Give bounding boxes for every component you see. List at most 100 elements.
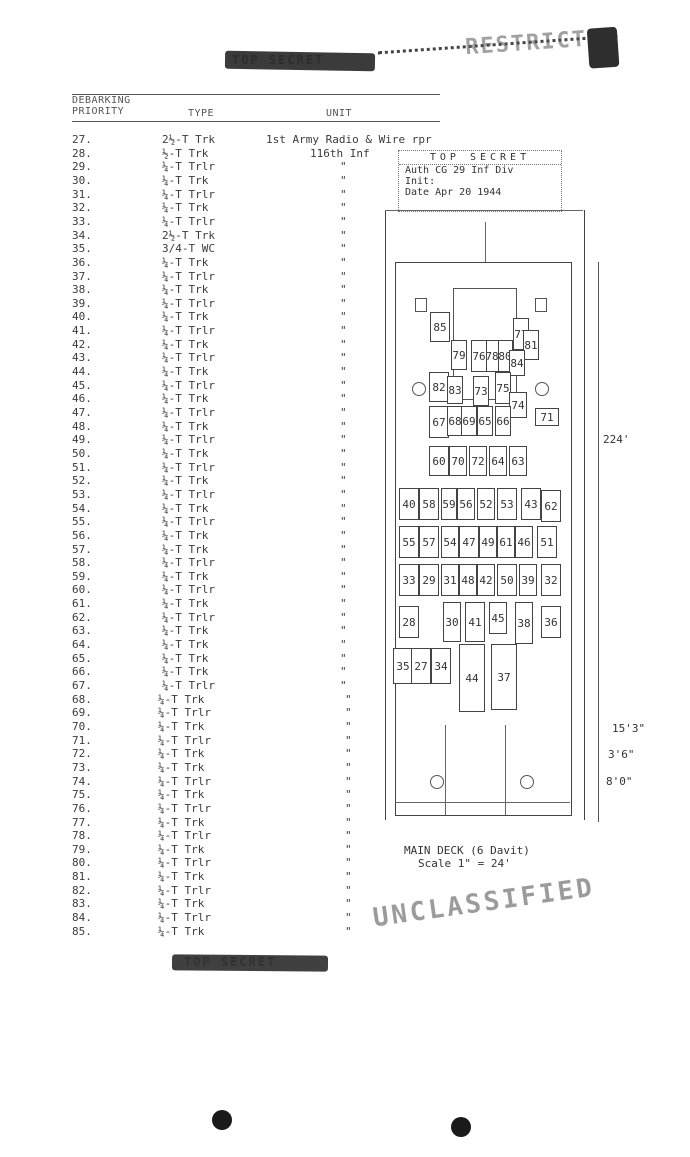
priority-number: 67.: [72, 679, 92, 692]
vehicle-type: ¼-T Trlr: [162, 160, 215, 174]
header-underline: [72, 94, 440, 95]
priority-number: 85.: [72, 924, 92, 938]
list-item: 33.¼-T Trlr": [0, 215, 380, 229]
unit-name: ": [340, 624, 347, 638]
vehicle-type: ¼-T Trk: [162, 392, 209, 406]
unit-name: ": [340, 583, 347, 597]
priority-number: 51.: [72, 460, 92, 474]
priority-number: 37.: [72, 269, 92, 283]
dim-8-0: 8'0": [606, 775, 633, 788]
unit-name: ": [340, 214, 347, 228]
priority-number: 72.: [72, 747, 92, 761]
security-box-title: TOP SECRET: [399, 151, 561, 165]
vehicle-type: ¼-T Trlr: [162, 351, 215, 365]
list-item: 75.¼-T Trk": [0, 788, 380, 802]
vehicle-slot: 83: [447, 376, 463, 404]
unit-name: ": [345, 870, 352, 884]
unit-name: ": [345, 801, 352, 815]
vehicle-slot: 60: [429, 446, 449, 476]
unit-name: ": [340, 638, 347, 652]
priority-number: 55.: [72, 515, 92, 529]
vehicle-type: ¼-T Trlr: [158, 774, 211, 788]
priority-number: 53.: [72, 487, 92, 501]
vehicle-type: ¼-T Trk: [158, 870, 205, 884]
priority-number: 47.: [72, 406, 92, 419]
unit-name: ": [340, 378, 347, 392]
vehicle-type: ¼-T Trlr: [158, 801, 211, 815]
unit-name: ": [340, 337, 347, 351]
vehicle-slot: 79: [451, 340, 467, 370]
vehicle-type: ¼-T Trlr: [162, 378, 215, 392]
vehicle-slot: 65: [477, 406, 493, 436]
vehicle-slot: 46: [515, 526, 533, 558]
unit-name: ": [340, 296, 347, 310]
unit-name: ": [340, 610, 347, 624]
vehicle-type: ¼-T Trlr: [162, 460, 215, 474]
unit-name: ": [345, 747, 352, 761]
priority-number: 62.: [72, 610, 92, 624]
deck-divider: [395, 802, 570, 803]
unit-name: ": [340, 406, 347, 419]
vehicle-slot: 74: [509, 392, 527, 418]
priority-number: 29.: [72, 160, 92, 174]
priority-number: 78.: [72, 829, 92, 843]
list-item: 49.¼-T Trlr": [0, 433, 380, 447]
unit-name: ": [340, 187, 347, 201]
vehicle-type: ¼-T Trk: [162, 474, 209, 488]
vehicle-type: ¼-T Trlr: [162, 433, 215, 447]
vehicle-slot: 61: [497, 526, 515, 558]
vehicle-slot: 62: [541, 490, 561, 522]
vehicle-slot: 85: [430, 312, 450, 342]
vehicle-slot: 39: [519, 564, 537, 596]
list-item: 62.¼-T Trlr": [0, 611, 380, 625]
security-box: TOP SECRET Auth CG 29 Inf Div Init: Date…: [398, 150, 562, 212]
priority-number: 84.: [72, 911, 92, 925]
priority-number: 33.: [72, 214, 92, 228]
vehicle-slot: 71: [535, 408, 559, 426]
vehicle-slot: 31: [441, 564, 459, 596]
vehicle-slot: 55: [399, 526, 419, 558]
vehicle-type: 2½-T Trk: [162, 133, 215, 146]
priority-number: 76.: [72, 801, 92, 815]
dim-3-6: 3'6": [608, 748, 635, 761]
list-item: 64.¼-T Trk": [0, 638, 380, 652]
vehicle-type: ¼-T Trk: [162, 337, 209, 351]
list-item: 34.2½-T Trk": [0, 229, 380, 243]
priority-number: 45.: [72, 378, 92, 392]
vehicle-slot: 58: [419, 488, 439, 520]
unit-name: ": [340, 556, 347, 570]
list-item: 66.¼-T Trk": [0, 665, 380, 679]
bollard-mid-right: [535, 382, 549, 396]
dim-224: 224': [603, 433, 630, 446]
priority-number: 80.: [72, 856, 92, 870]
vehicle-slot: 78: [485, 340, 499, 372]
priority-number: 75.: [72, 788, 92, 802]
unit-name: 116th Inf: [310, 146, 370, 160]
list-item: 67.¼-T Trlr": [0, 679, 380, 693]
list-item: 41.¼-T Trlr": [0, 324, 380, 338]
vehicle-type: ¼-T Trk: [158, 842, 205, 856]
priority-number: 77.: [72, 815, 92, 829]
list-item: 71.¼-T Trlr": [0, 734, 380, 748]
vehicle-type: ¼-T Trk: [162, 201, 209, 215]
priority-number: 57.: [72, 542, 92, 556]
center-line-bottom-2: [505, 725, 506, 815]
type-header: TYPE: [188, 108, 215, 119]
unit-name: ": [340, 283, 347, 297]
vehicle-slot: 30: [443, 602, 461, 642]
security-box-date: Date Apr 20 1944: [405, 187, 502, 198]
unit-name: ": [340, 515, 347, 529]
vehicle-type: ¼-T Trk: [162, 665, 209, 679]
unit-name: ": [340, 255, 347, 269]
vehicle-type: ¼-T Trk: [162, 255, 209, 269]
priority-number: 82.: [72, 883, 92, 897]
list-item: 57.¼-T Trk": [0, 543, 380, 557]
bollard-low-right: [520, 775, 534, 789]
list-item: 37.¼-T Trlr": [0, 270, 380, 284]
list-item: 55.¼-T Trlr": [0, 515, 380, 529]
list-item: 72.¼-T Trk": [0, 747, 380, 761]
list-item: 42.¼-T Trk": [0, 338, 380, 352]
